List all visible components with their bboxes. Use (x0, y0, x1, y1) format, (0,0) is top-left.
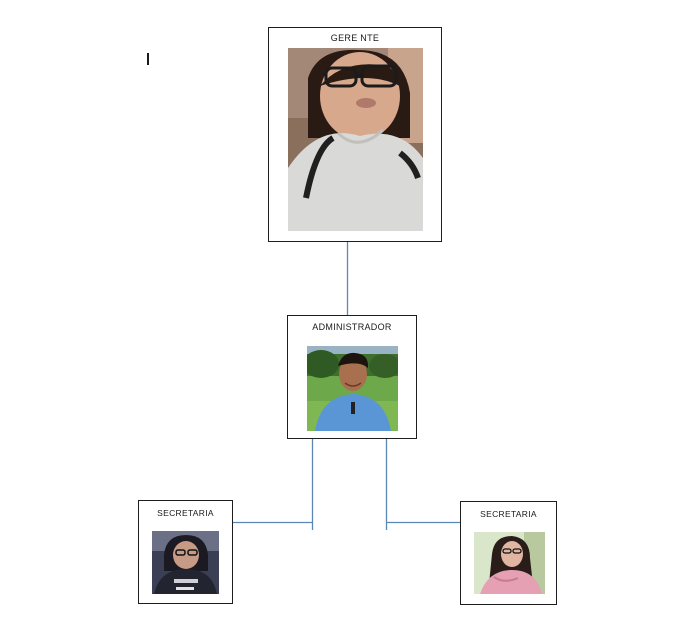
node-title-administrador: ADMINISTRADOR (312, 322, 392, 332)
node-administrador: ADMINISTRADOR (287, 315, 417, 439)
photo-administrador (307, 346, 398, 431)
node-secretaria-left: SECRETARIA (138, 500, 233, 604)
node-title-secretaria-left: SECRETARIA (157, 508, 214, 518)
photo-secretaria-right (474, 532, 545, 594)
photo-secretaria-left (152, 531, 219, 594)
text-cursor (147, 53, 149, 65)
photo-gerente (288, 48, 423, 231)
node-title-secretaria-right: SECRETARIA (480, 509, 537, 519)
node-title-gerente: GERE NTE (330, 33, 380, 43)
node-gerente: GERE NTE (268, 27, 442, 242)
node-secretaria-right: SECRETARIA (460, 501, 557, 605)
